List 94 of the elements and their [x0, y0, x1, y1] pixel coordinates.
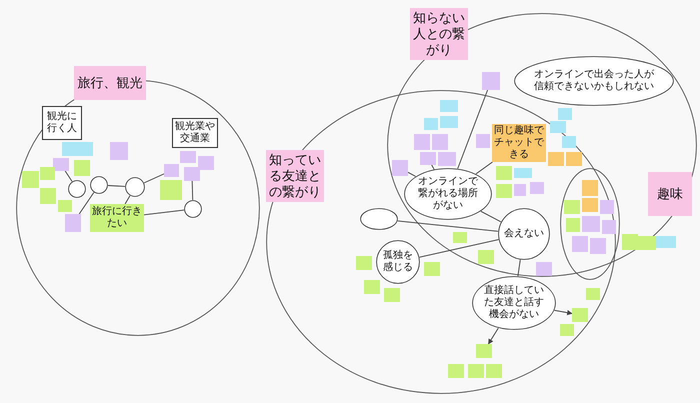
sticky-note [53, 158, 69, 171]
sticky-note [600, 200, 614, 214]
sticky-note [440, 100, 458, 112]
sticky-note [40, 167, 55, 180]
connector-line [476, 162, 493, 174]
sticky-note [476, 344, 492, 358]
arrow [554, 310, 573, 316]
sticky-note [160, 180, 182, 200]
sticky-note [110, 142, 128, 160]
sticky-note [164, 164, 179, 177]
connector-line [192, 180, 194, 200]
label-card: 観光に行く人 [42, 106, 82, 140]
sticky-note [486, 364, 502, 378]
sticky-note [514, 184, 526, 196]
sticky-note [58, 200, 72, 212]
sticky-note [562, 136, 576, 148]
topic-ellipse [360, 208, 398, 230]
sticky-note [566, 152, 582, 166]
connector-line [457, 90, 488, 170]
connector-line [480, 210, 502, 222]
topic-circle [68, 180, 86, 198]
sticky-note [572, 308, 588, 322]
sticky-note [65, 214, 81, 232]
sticky-note [384, 288, 400, 302]
topic-circle [125, 177, 145, 197]
sticky-note [356, 256, 372, 270]
sticky-note [453, 232, 467, 243]
sticky-note [482, 72, 500, 90]
sticky-note [586, 288, 600, 300]
topic-ellipse: 直接話していた友達と話す機会がない [472, 276, 556, 330]
sticky-note [656, 236, 676, 248]
sticky-note [590, 238, 606, 254]
sticky-note [414, 134, 430, 150]
sticky-note [582, 180, 598, 196]
connector-line [64, 170, 73, 182]
sticky-note [582, 216, 600, 232]
sticky-note [420, 152, 436, 165]
sticky-note [602, 220, 616, 234]
sticky-note [432, 134, 448, 150]
sticky-note [550, 121, 566, 133]
sticky-note [558, 108, 572, 120]
connector-line [408, 172, 416, 177]
connector-line [397, 220, 499, 232]
topic-ellipse: オンラインで繋がれる場所がない [404, 168, 492, 220]
topic-circle: 会えない [498, 208, 550, 260]
heading-note: 旅行、観光 [74, 66, 146, 100]
topic-circle [184, 200, 202, 218]
sticky-note [448, 364, 464, 378]
connector-line [78, 192, 94, 214]
sticky-note: 旅行に行きたい [90, 204, 144, 232]
sticky-note [622, 234, 638, 250]
sticky-note [198, 156, 214, 170]
connector-line [144, 173, 164, 184]
connector-line [144, 210, 185, 216]
connector-line [517, 259, 521, 277]
sticky-note [22, 171, 39, 188]
sticky-note [424, 118, 438, 130]
sticky-note [438, 152, 456, 166]
connector-line [431, 164, 435, 170]
connector-line [124, 195, 130, 204]
sticky-note [392, 160, 408, 176]
sticky-note [476, 134, 490, 148]
sticky-note [564, 200, 580, 214]
sticky-note [496, 184, 512, 198]
topic-circle [90, 176, 108, 194]
sticky-note [424, 262, 440, 276]
sticky-note [40, 188, 56, 204]
topic-ellipse: オンラインで出会った人が信頼できないかもしれない [514, 56, 674, 106]
sticky-note [572, 236, 588, 252]
heading-note: 知らない人との繋がり [410, 8, 468, 60]
heading-note: 知っている友達との繋がり [266, 150, 324, 202]
sticky-note [496, 166, 512, 180]
sticky-note [184, 167, 200, 181]
arrow [488, 328, 499, 344]
sticky-note [440, 116, 458, 128]
sticky-note [364, 280, 380, 294]
sticky-note [478, 250, 494, 264]
topic-circle: 孤独を感じる [376, 240, 420, 284]
sticky-note [582, 198, 598, 212]
sticky-note [62, 142, 93, 156]
label-card: 観光業や交通業 [172, 118, 218, 148]
sticky-note [548, 152, 564, 166]
connector-line [108, 185, 126, 187]
sticky-note [180, 151, 196, 163]
sticky-note [530, 182, 544, 194]
sticky-note [536, 262, 552, 276]
sticky-note: 同じ趣味でチャットできる [492, 124, 546, 162]
connector-line [419, 239, 500, 258]
sticky-note [74, 160, 90, 176]
sticky-note [514, 168, 532, 178]
sticky-note [560, 324, 574, 336]
sticky-note [468, 364, 484, 378]
sticky-note [638, 236, 656, 250]
sticky-note [566, 218, 580, 232]
